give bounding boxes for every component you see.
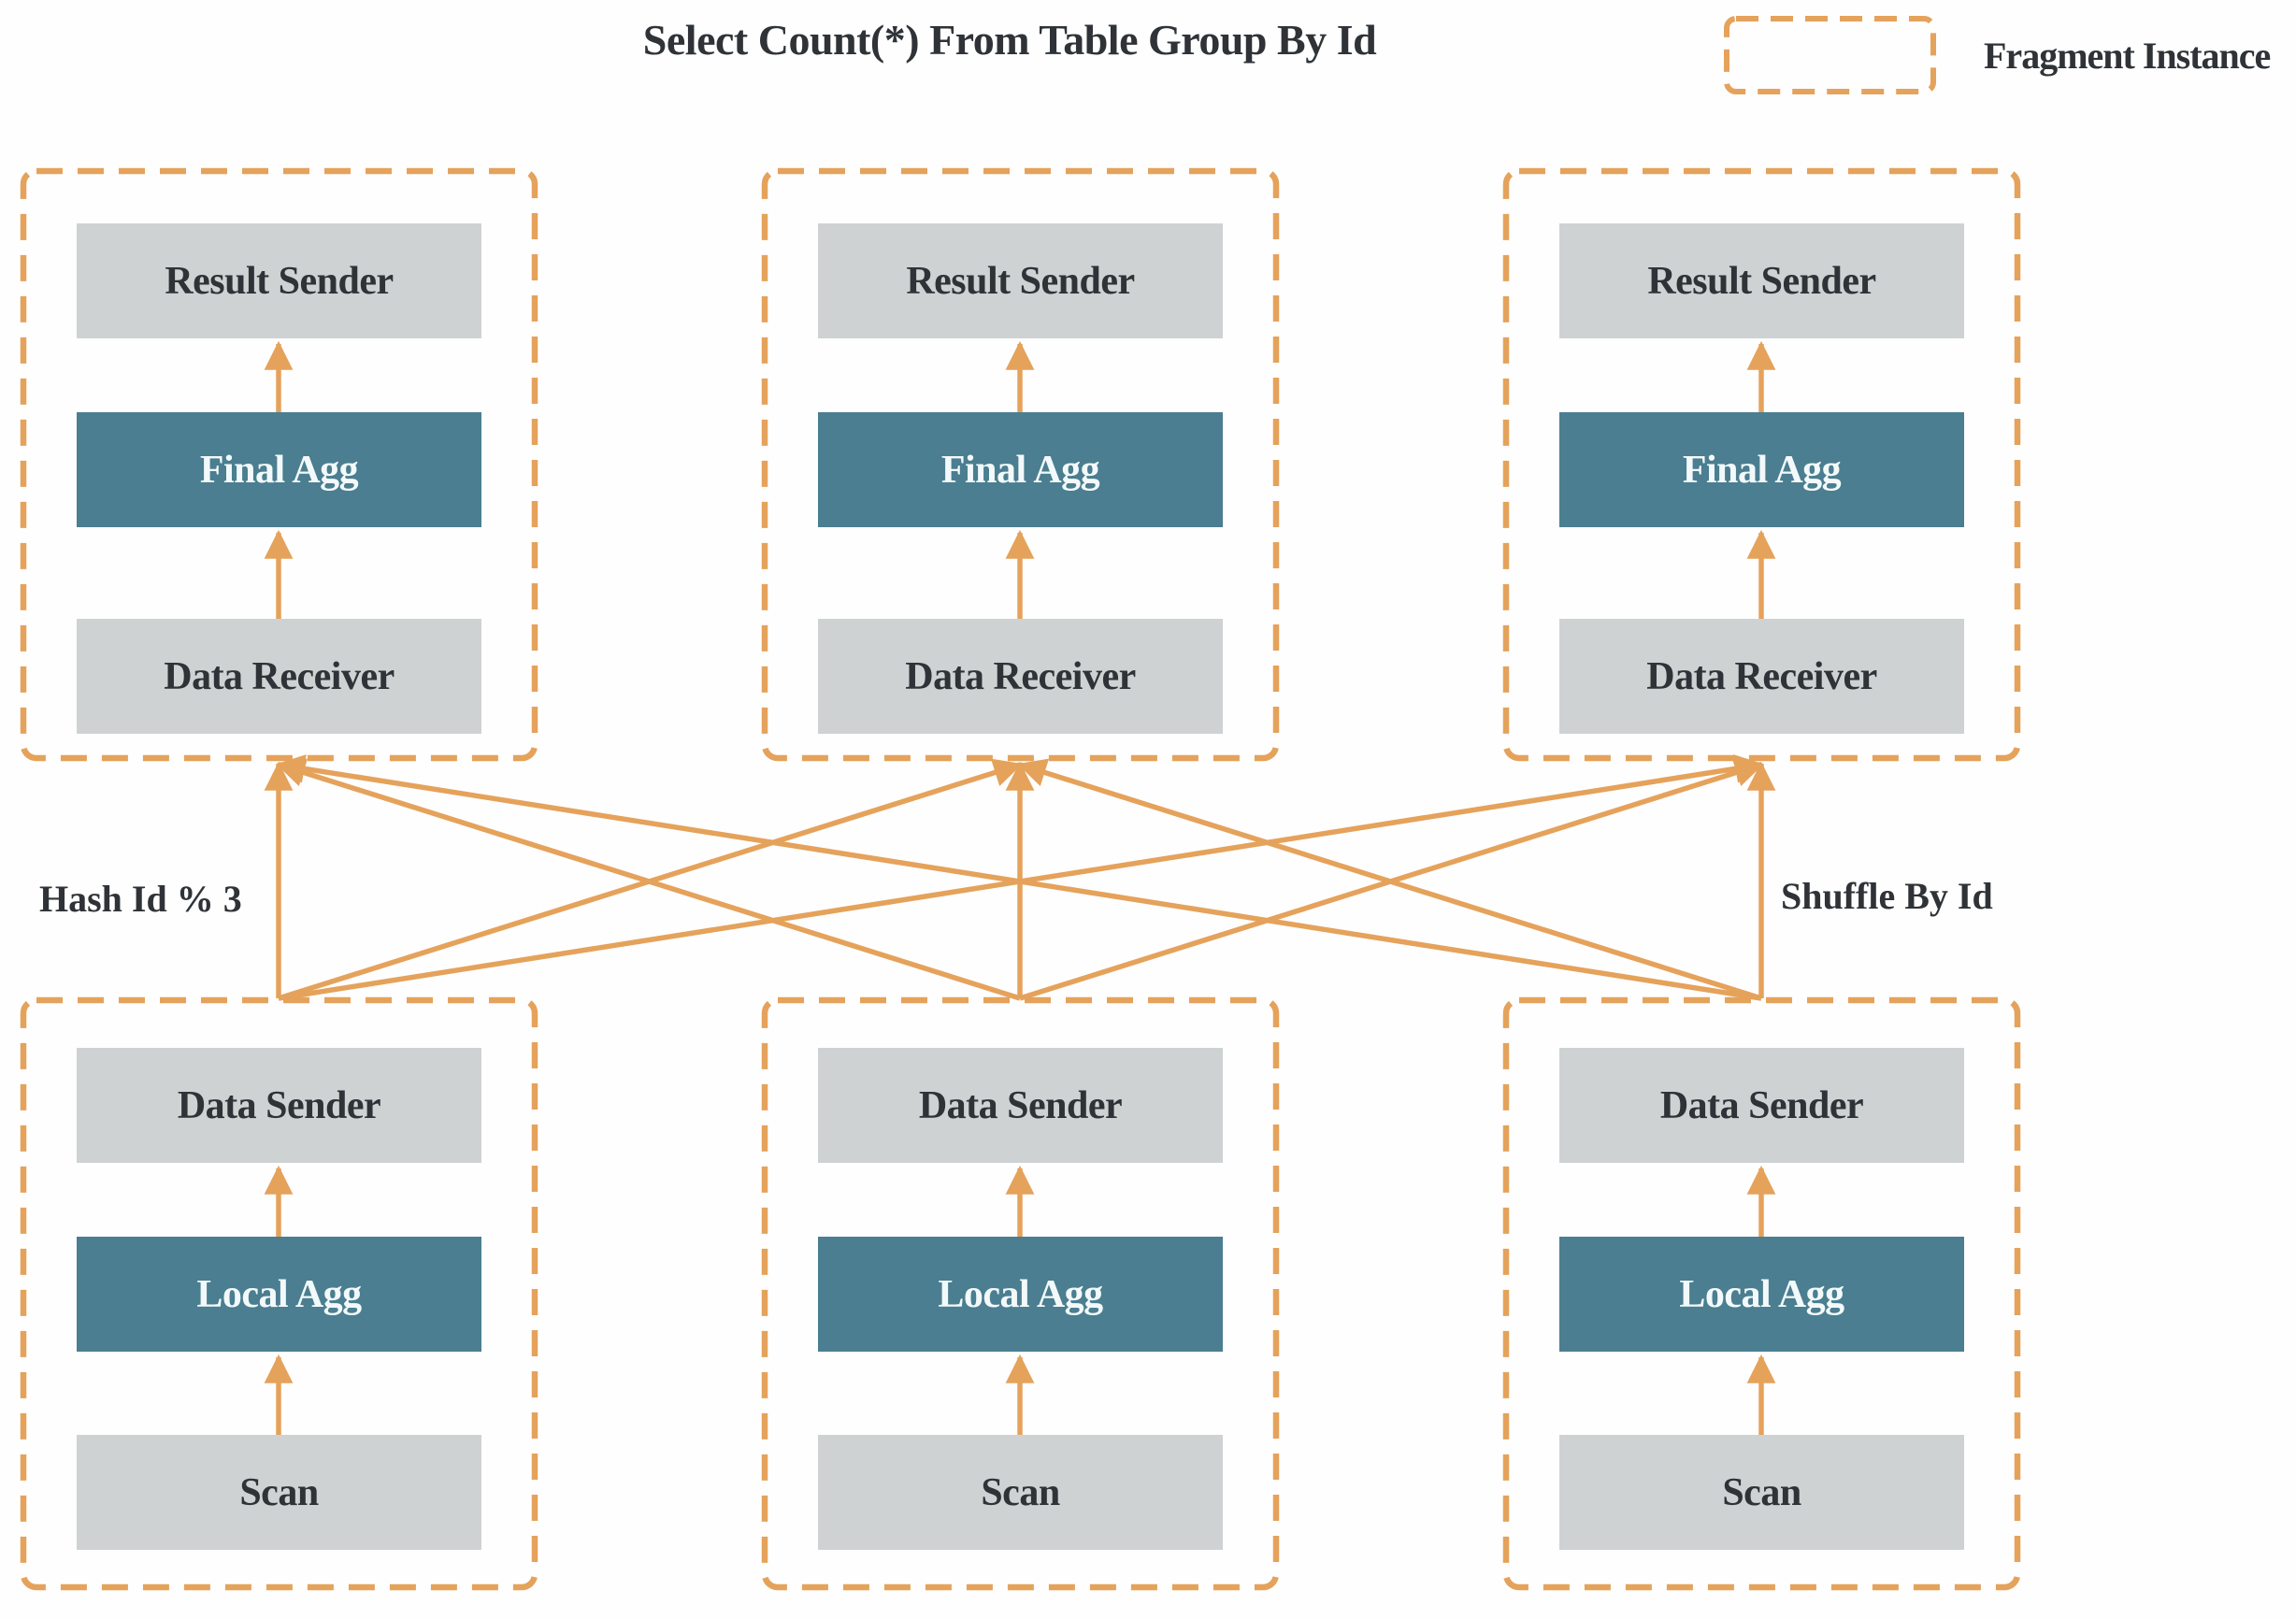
node-data-sender: Data Sender [77,1048,481,1163]
node-local-agg: Local Agg [77,1237,481,1352]
node-local-agg: Local Agg [1559,1237,1964,1352]
shuffle-arrow [276,758,1021,1001]
node-scan: Scan [1559,1435,1964,1550]
legend-label: Fragment Instance [1984,35,2271,77]
node-final-agg: Final Agg [1559,412,1964,527]
fragment-top-right: Result Sender Final Agg Data Receiver [1506,171,2017,758]
node-result-sender: Result Sender [818,223,1223,338]
fragment-bottom-middle: Data Sender Local Agg Scan [765,1000,1276,1587]
shuffle-arrow [278,758,1023,1001]
node-data-receiver: Data Receiver [1559,619,1964,734]
node-data-sender: Data Sender [1559,1048,1964,1163]
node-result-sender: Result Sender [77,223,481,338]
node-final-agg: Final Agg [818,412,1223,527]
shuffle-arrow [1017,758,1762,1001]
node-local-agg: Local Agg [818,1237,1223,1352]
node-final-agg: Final Agg [77,412,481,527]
fragment-top-left: Result Sender Final Agg Data Receiver [23,171,535,758]
shuffle-arrow [1019,758,1764,1001]
fragment-top-middle: Result Sender Final Agg Data Receiver [765,171,1276,758]
node-scan: Scan [818,1435,1223,1550]
fragment-instance-swatch [1724,16,1936,94]
node-data-receiver: Data Receiver [818,619,1223,734]
shuffle-label: Shuffle By Id [1781,875,1993,917]
node-data-receiver: Data Receiver [77,619,481,734]
node-scan: Scan [77,1435,481,1550]
fragment-bottom-right: Data Sender Local Agg Scan [1506,1000,2017,1587]
node-data-sender: Data Sender [818,1048,1223,1163]
node-result-sender: Result Sender [1559,223,1964,338]
shuffle-arrow [275,754,1762,1001]
fragment-bottom-left: Data Sender Local Agg Scan [23,1000,535,1587]
hash-partition-label: Hash Id % 3 [39,878,242,920]
diagram-title: Select Count(*) From Table Group By Id [642,16,1377,64]
shuffle-arrow [278,754,1765,1001]
